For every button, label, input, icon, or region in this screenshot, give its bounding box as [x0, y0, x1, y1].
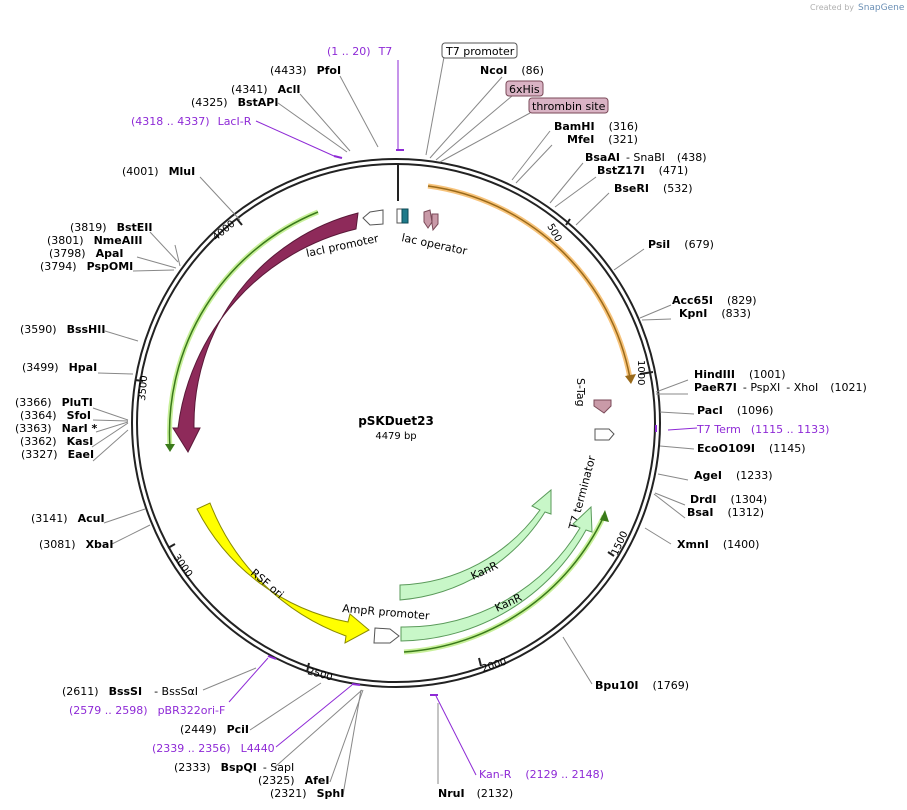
thrombin-mark[interactable]: [431, 213, 439, 232]
tick-3500: 3500: [137, 375, 150, 401]
site-drdi[interactable]: DrdI(1304): [690, 493, 767, 506]
laci-arrow[interactable]: [172, 212, 359, 454]
orf-top-arrowhead: [625, 374, 636, 384]
primer-t7[interactable]: (1 .. 20)T7: [327, 45, 392, 58]
site-sphi[interactable]: (2321)SphI: [270, 787, 344, 800]
site-bseri[interactable]: BseRI(532): [614, 182, 693, 195]
site-eaei[interactable]: (3327)EaeI: [21, 448, 94, 461]
site-bamhi[interactable]: BamHI(316): [554, 120, 638, 133]
site-agei[interactable]: AgeI(1233): [694, 469, 773, 482]
primer-mark-laci-r: [333, 155, 343, 159]
site-bspqi[interactable]: (2333)BspQI- SapI: [174, 761, 294, 774]
site-bpu10i[interactable]: Bpu10I(1769): [595, 679, 689, 692]
site-bstapi[interactable]: (4325)BstAPI: [191, 96, 278, 109]
site-pspomi[interactable]: (3794)PspOMI: [40, 260, 133, 273]
site-afei[interactable]: (2325)AfeI: [258, 774, 329, 787]
primer-t7-term[interactable]: T7 Term(1115 .. 1133): [696, 423, 829, 436]
orf-top-arc-line: [427, 185, 631, 379]
leader-lines: [91, 56, 695, 796]
t7-promoter-label: T7 promoter: [445, 45, 515, 58]
site-xbai[interactable]: (3081)XbaI: [39, 538, 113, 551]
primer-leaders: [228, 60, 698, 776]
tick-2500: 2500: [306, 666, 333, 683]
site-acc65i[interactable]: Acc65I(829): [672, 294, 757, 307]
primer-pbr322[interactable]: (2579 .. 2598)pBR322ori-F: [69, 704, 225, 717]
kanr-arrow-1[interactable]: [399, 488, 552, 601]
site-apai[interactable]: (3798)ApaI: [49, 247, 123, 260]
site-hpai[interactable]: (3499)HpaI: [22, 361, 97, 374]
his-tag-label: 6xHis: [509, 83, 540, 96]
orf-kan-arrowhead: [600, 510, 609, 522]
site-paer7i[interactable]: PaeR7I- PspXI- XhoI(1021): [694, 381, 867, 394]
laci-promoter-arrow[interactable]: [362, 209, 384, 226]
orf-left-arrowhead: [165, 444, 175, 452]
site-ncoi[interactable]: NcoI(86): [480, 64, 544, 77]
his-tag-box[interactable]: [505, 80, 544, 97]
site-nmeaiii[interactable]: (3801)NmeAIII: [47, 234, 143, 247]
tick-1000: 1000: [635, 360, 646, 385]
kanr-arrow-2[interactable]: [400, 505, 593, 642]
site-acui[interactable]: (3141)AcuI: [31, 512, 105, 525]
site-nari[interactable]: (3363)NarI *: [15, 422, 98, 435]
lac-operator-label: lac operator: [400, 231, 468, 258]
tick-1500: 1500: [610, 530, 631, 558]
site-bsai[interactable]: BsaI(1312): [687, 506, 764, 519]
site-kasi[interactable]: (3362)KasI: [20, 435, 93, 448]
rsf-ori-label: RSF ori: [248, 566, 286, 601]
orf-left-arc-line: [168, 211, 319, 449]
site-bsssi[interactable]: (2611)BssSI- BssSαI: [62, 685, 198, 698]
site-hindiii[interactable]: HindIII(1001): [694, 368, 786, 381]
scale-ticks: [134, 218, 654, 673]
backbone-outer: [131, 158, 661, 688]
tick-2000: 2000: [481, 657, 509, 675]
site-paci[interactable]: PacI(1096): [697, 404, 773, 417]
s-tag-label: S-Tag: [574, 378, 587, 407]
thrombin-box[interactable]: [528, 97, 609, 114]
orf-top-arc: [427, 183, 633, 379]
s-tag-arrow[interactable]: [593, 399, 612, 414]
laci-label: lacI: [223, 278, 244, 301]
site-pluti[interactable]: (3366)PluTI: [15, 396, 93, 409]
primer-l4440[interactable]: (2339 .. 2356)L4440: [152, 742, 275, 755]
site-mlui[interactable]: (4001)MluI: [122, 165, 195, 178]
site-bsteii[interactable]: (3819)BstEII: [70, 221, 152, 234]
plasmid-length: 4479 bp: [375, 431, 416, 442]
primer-mark-l4440: [351, 683, 361, 686]
site-bsaai[interactable]: BsaAI- SnaBI(438): [585, 151, 707, 164]
site-ecoo109i[interactable]: EcoO109I(1145): [697, 442, 806, 455]
backbone-inner: [136, 163, 656, 683]
his-tag-mark[interactable]: [423, 209, 433, 229]
site-bstz17i[interactable]: BstZ17I(471): [597, 164, 688, 177]
site-pfoi[interactable]: (4433)PfoI: [270, 64, 341, 77]
site-xmni[interactable]: XmnI(1400): [677, 538, 759, 551]
snapgene-logo: SnapGene: [858, 3, 905, 13]
thrombin-label: thrombin site: [532, 100, 606, 113]
site-pcii[interactable]: (2449)PciI: [180, 723, 249, 736]
site-mfei[interactable]: MfeI(321): [567, 133, 638, 146]
lac-operator-box[interactable]: [396, 208, 403, 224]
site-bsshii[interactable]: (3590)BssHII: [20, 323, 105, 336]
site-nrui[interactable]: NruI(2132): [438, 787, 513, 800]
rsf-ori-arrow[interactable]: [196, 502, 370, 644]
plasmid-name: pSKDuet23: [358, 414, 434, 428]
site-psii[interactable]: PsiI(679): [648, 238, 714, 251]
credit-text: Created by: [810, 3, 854, 12]
primer-kan-r[interactable]: Kan-R(2129 .. 2148): [479, 768, 604, 781]
site-sfoi[interactable]: (3364)SfoI: [20, 409, 91, 422]
site-kpni[interactable]: KpnI(833): [679, 307, 751, 320]
t7-terminator-arrow[interactable]: [594, 428, 615, 441]
primer-laci-r[interactable]: (4318 .. 4337)LacI-R: [131, 115, 252, 128]
site-acli[interactable]: (4341)AclI: [231, 83, 300, 96]
ampr-promoter-arrow[interactable]: [373, 627, 400, 644]
primer-mark-pbr322: [267, 655, 277, 660]
orf-kan-arc-line: [403, 515, 605, 653]
t7-promoter-box[interactable]: [441, 42, 518, 59]
lac-operator-mark[interactable]: [401, 208, 409, 224]
